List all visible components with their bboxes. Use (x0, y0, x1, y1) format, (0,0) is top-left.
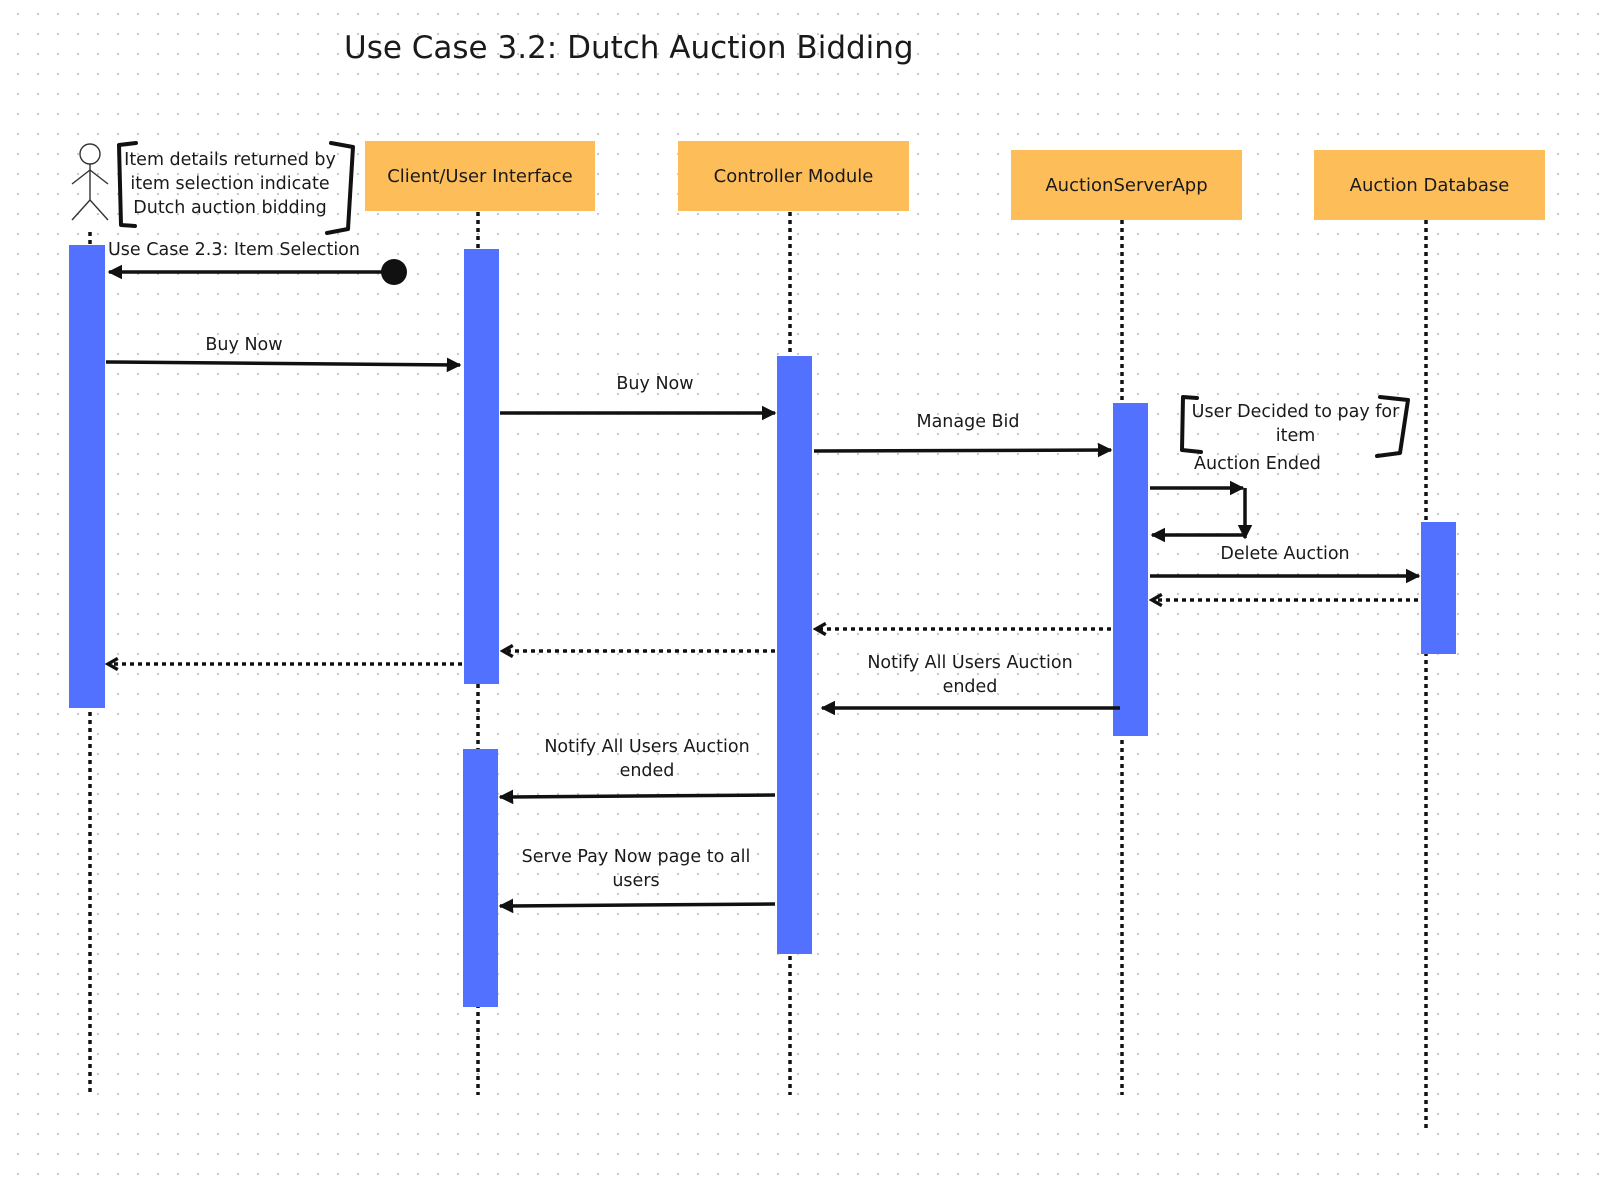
actor-note-line: Item details returned by (124, 150, 336, 170)
server-note-bracket-left (1180, 395, 1203, 454)
participant-client: Client/User Interface (365, 141, 595, 211)
arrow-manage-bid (813, 442, 1113, 458)
activation-controller (777, 356, 812, 954)
self-message-auction-ended (1150, 480, 1253, 543)
label-serve-pay-now: Serve Pay Now page to all users (511, 845, 761, 893)
label-buy-now-2: Buy Now (616, 374, 694, 394)
server-note-bracket-right (1375, 395, 1410, 458)
label-line: Notify All Users Auction (544, 737, 750, 757)
label-line: Notify All Users Auction (867, 653, 1073, 673)
note-bracket-left (117, 141, 138, 228)
server-note-line: User Decided to pay for (1191, 402, 1400, 422)
participant-client-label: Client/User Interface (387, 165, 573, 187)
server-note-line: item (1275, 426, 1316, 446)
label-line: users (612, 871, 660, 891)
note-bracket-right (325, 141, 355, 235)
label-notify-client: Notify All Users Auction ended (522, 735, 772, 783)
label-line: ended (942, 677, 998, 697)
actor-note: Item details returned by item selection … (119, 148, 341, 220)
label-manage-bid: Manage Bid (916, 412, 1020, 432)
label-buy-now-1: Buy Now (205, 335, 283, 355)
actor-note-line: item selection indicate (130, 174, 330, 194)
activation-database (1421, 522, 1456, 654)
activation-client-1 (464, 249, 499, 684)
actor-note-line: Dutch auction bidding (133, 198, 327, 218)
actor-user-icon (71, 143, 109, 221)
participant-server: AuctionServerApp (1011, 150, 1242, 220)
label-line: Serve Pay Now page to all (521, 847, 751, 867)
label-line: ended (619, 761, 675, 781)
participant-database: Auction Database (1314, 150, 1545, 220)
diagram-title: Use Case 3.2: Dutch Auction Bidding (344, 30, 914, 66)
arrow-serve-pay-now (498, 898, 776, 914)
activation-server (1113, 403, 1148, 736)
arrow-buy-now-1 (105, 357, 462, 373)
participant-controller-label: Controller Module (713, 165, 874, 187)
activation-client-2 (463, 749, 498, 1007)
found-message-dot (381, 259, 407, 285)
label-notify-controller: Notify All Users Auction ended (845, 651, 1095, 699)
arrow-notify-client (498, 789, 776, 805)
participant-controller: Controller Module (678, 141, 909, 211)
label-delete-auction: Delete Auction (1220, 544, 1350, 564)
participant-database-label: Auction Database (1349, 174, 1510, 196)
server-note: User Decided to pay for item (1188, 400, 1403, 448)
label-item-selection: Use Case 2.3: Item Selection (108, 240, 360, 260)
label-auction-ended: Auction Ended (1194, 454, 1321, 474)
activation-user (69, 245, 105, 708)
participant-server-label: AuctionServerApp (1045, 174, 1208, 196)
